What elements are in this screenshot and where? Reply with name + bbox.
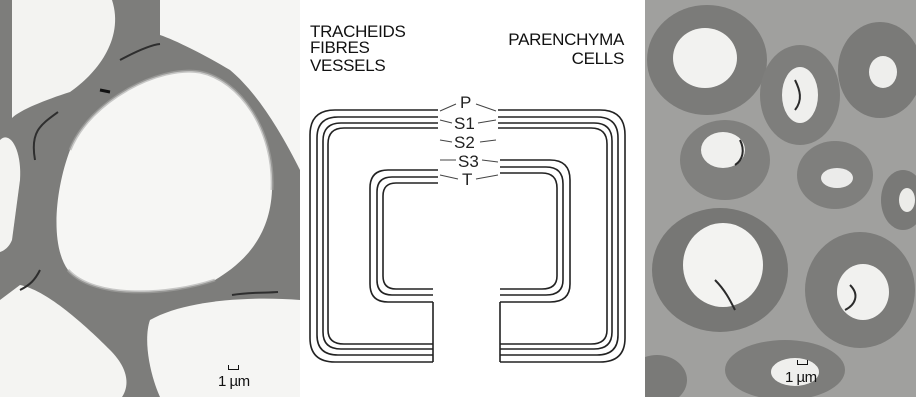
right-bracket-outer-2 — [498, 117, 618, 355]
scale-bar-tick — [797, 360, 808, 365]
left-scale-bar-label: 1 µm — [218, 373, 250, 390]
left-bracket-inner-1 — [370, 170, 438, 302]
layer-label-s2: S2 — [454, 133, 475, 152]
right-bracket-inner-2 — [500, 167, 563, 295]
left-bracket-inner-3 — [383, 183, 438, 289]
parenchyma-micrograph-image — [645, 0, 916, 397]
right-bracket-outer-1 — [498, 110, 625, 362]
right-bracket-inner-1 — [500, 160, 570, 302]
right-bracket-outer-3 — [498, 123, 612, 349]
tracheid-micrograph-image — [0, 0, 300, 397]
left-bracket-inner-2 — [377, 177, 438, 295]
cell-wall-diagram: TRACHEIDS FIBRES VESSELS PARENCHYMA CELL… — [300, 0, 645, 397]
layer-label-t: T — [462, 170, 472, 189]
parenchyma-micrograph: 1 µm — [645, 0, 916, 397]
left-bracket-outer-3 — [323, 123, 438, 349]
tracheid-micrograph: 1 µm — [0, 0, 300, 397]
right-bracket-inner-3 — [500, 173, 557, 289]
layer-label-s3: S3 — [458, 152, 479, 171]
layer-label-s1: S1 — [454, 114, 475, 133]
scale-bar-tick — [228, 365, 239, 370]
left-bracket-outer-1 — [310, 110, 438, 362]
right-scale-bar-label: 1 µm — [785, 369, 817, 386]
wall-layer-schematic: P S1 S2 S3 T — [300, 0, 645, 397]
layer-label-p: P — [460, 93, 471, 112]
